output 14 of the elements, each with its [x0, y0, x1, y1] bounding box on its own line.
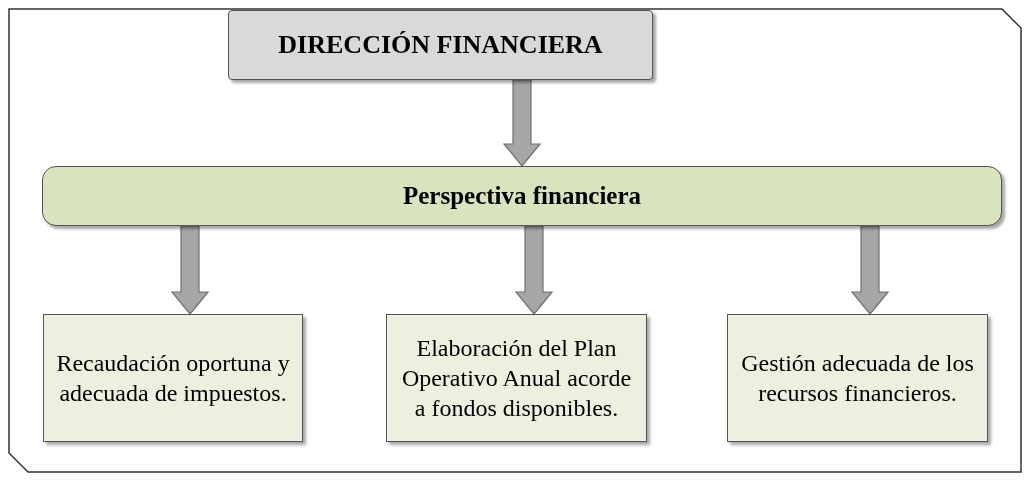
block-arrow	[514, 225, 554, 315]
heading: DIRECCIÓN FINANCIERA	[278, 28, 603, 61]
objective-box	[386, 314, 647, 442]
objective-text: Recaudación oportuna y adecuada de impuestos.	[55, 349, 291, 408]
objective-text: Elaboración del Plan Operativo Anual acorde a fondos disponibles.	[400, 334, 633, 423]
objective-box	[43, 314, 303, 442]
block-arrow	[502, 79, 542, 167]
heading: Perspectiva financiera	[402, 181, 642, 212]
perspective-band	[42, 166, 1002, 226]
objective-box	[727, 314, 988, 442]
block-arrow	[850, 225, 890, 315]
objective-text: Gestión adecuada de los recursos financieros.	[740, 349, 975, 408]
block-arrow	[170, 225, 210, 315]
title-box	[228, 10, 653, 80]
